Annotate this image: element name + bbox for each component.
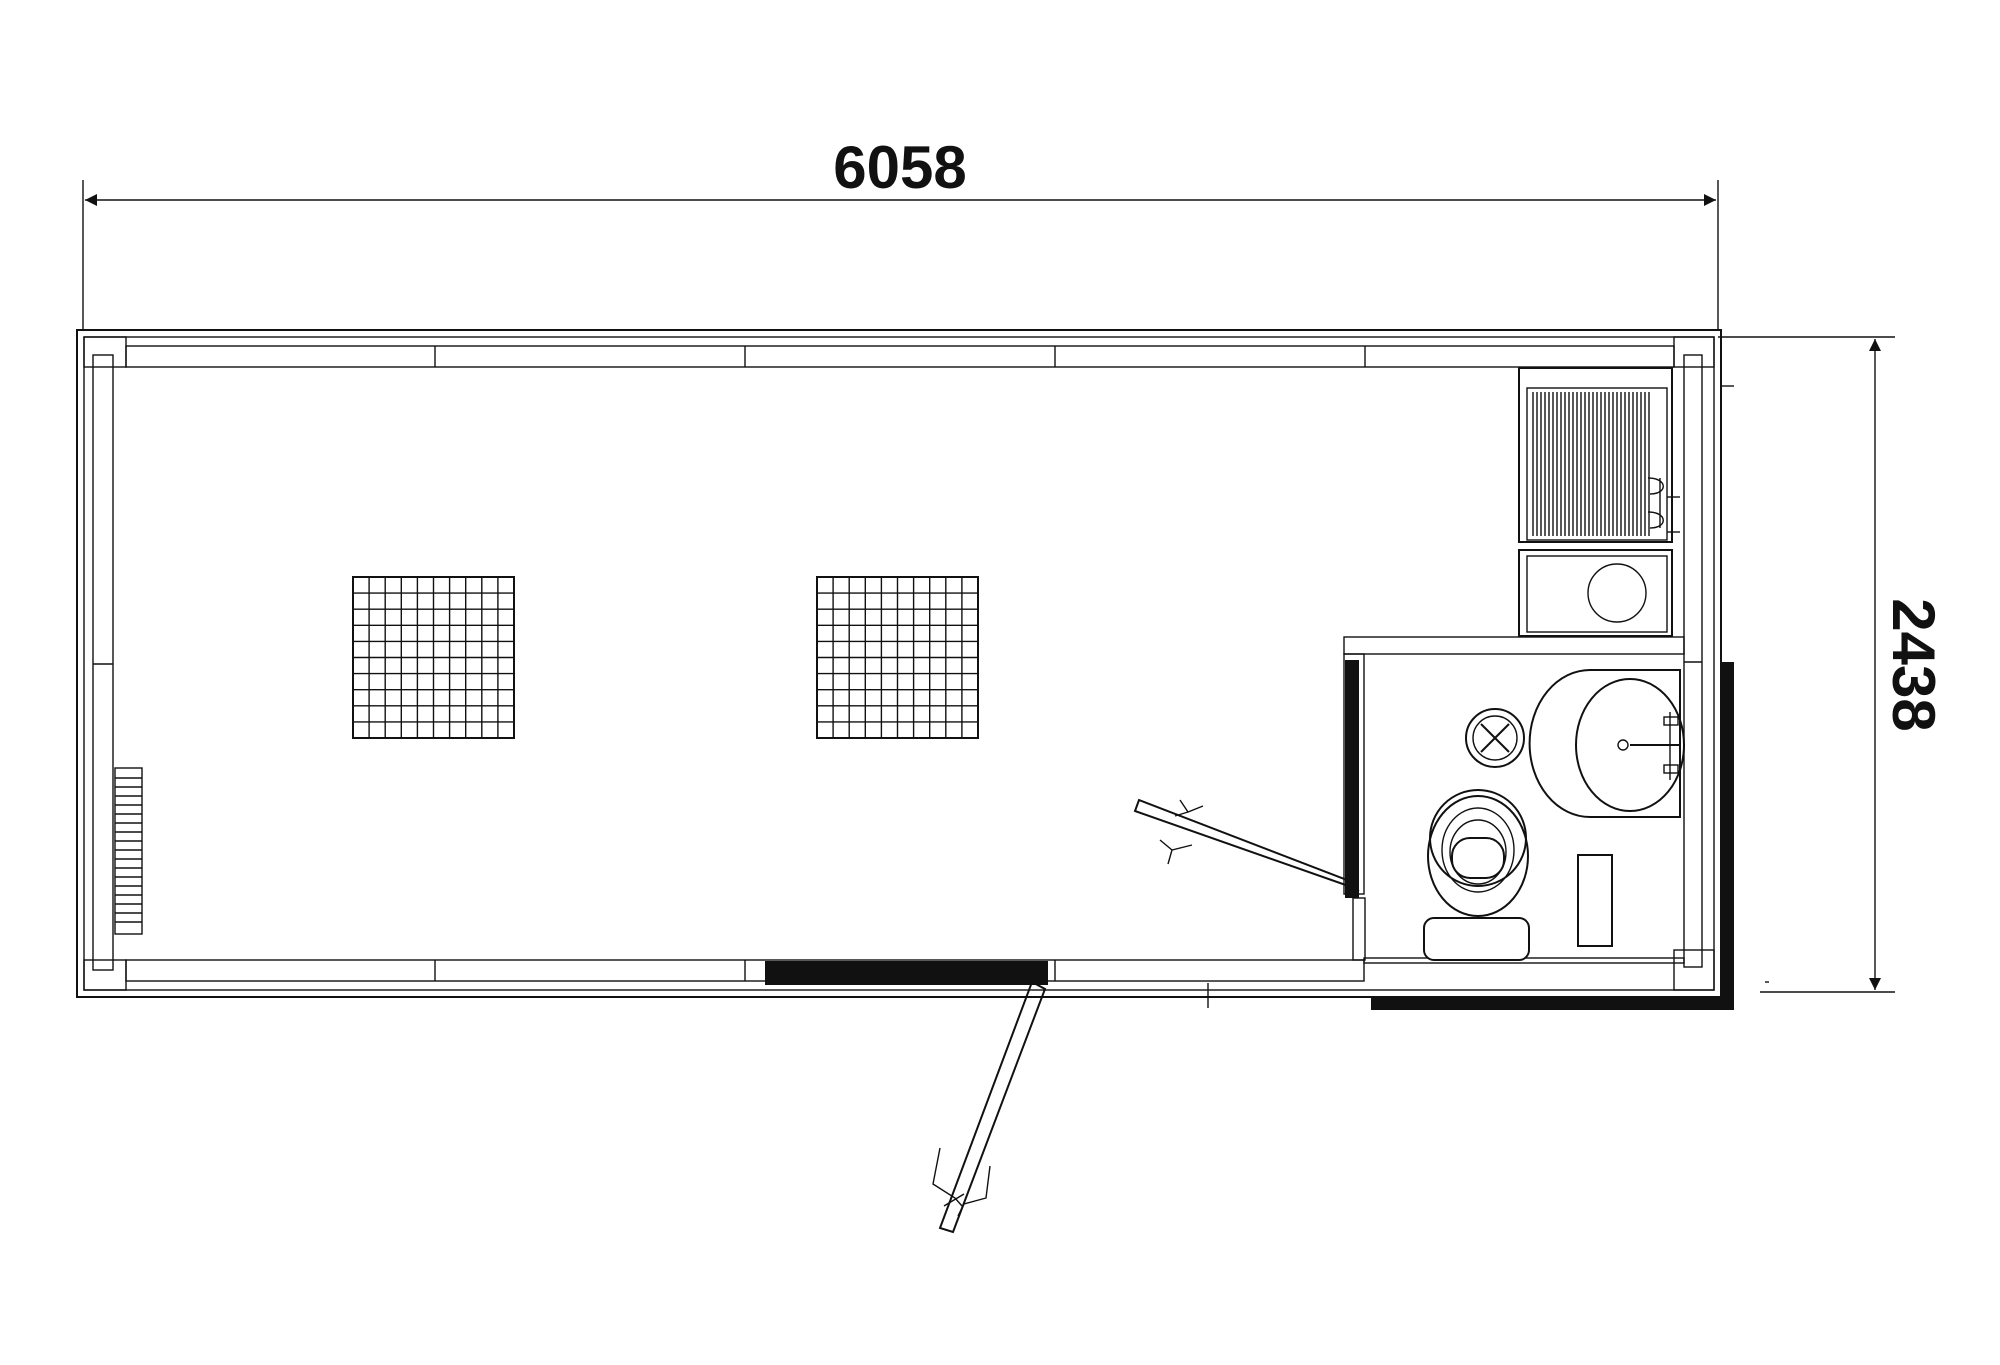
radiator-icon xyxy=(114,767,143,935)
length-dimension-label: 6058 xyxy=(833,134,966,201)
corner-post-top-right xyxy=(1673,336,1715,368)
outer-walls xyxy=(76,329,1769,1008)
bathroom-door-icon[interactable] xyxy=(1133,798,1360,891)
corner-post-bottom-left xyxy=(83,959,127,991)
right-wall-panel xyxy=(1683,354,1703,968)
bathroom-walls xyxy=(1343,636,1734,1010)
left-wall-panel xyxy=(92,354,114,971)
width-dimension: 2438 xyxy=(1718,336,1947,993)
hotplate-icon xyxy=(1518,549,1673,637)
ceiling-light-right xyxy=(816,576,979,739)
ceiling-light-left xyxy=(352,576,515,739)
towel-holder xyxy=(1577,854,1613,947)
floor-drain-icon xyxy=(1465,708,1525,768)
toilet-icon xyxy=(1423,789,1530,961)
length-dimension: 6058 xyxy=(82,134,1719,330)
entrance-door-icon[interactable] xyxy=(765,961,1048,1234)
width-dimension-label: 2438 xyxy=(1880,598,1947,731)
kitchen-sink-icon xyxy=(1518,367,1680,543)
corner-post-bottom-right xyxy=(1673,949,1715,991)
corner-post-top-left xyxy=(83,336,127,368)
top-wall-panels xyxy=(125,345,1675,368)
washbasin-icon xyxy=(1528,669,1685,818)
